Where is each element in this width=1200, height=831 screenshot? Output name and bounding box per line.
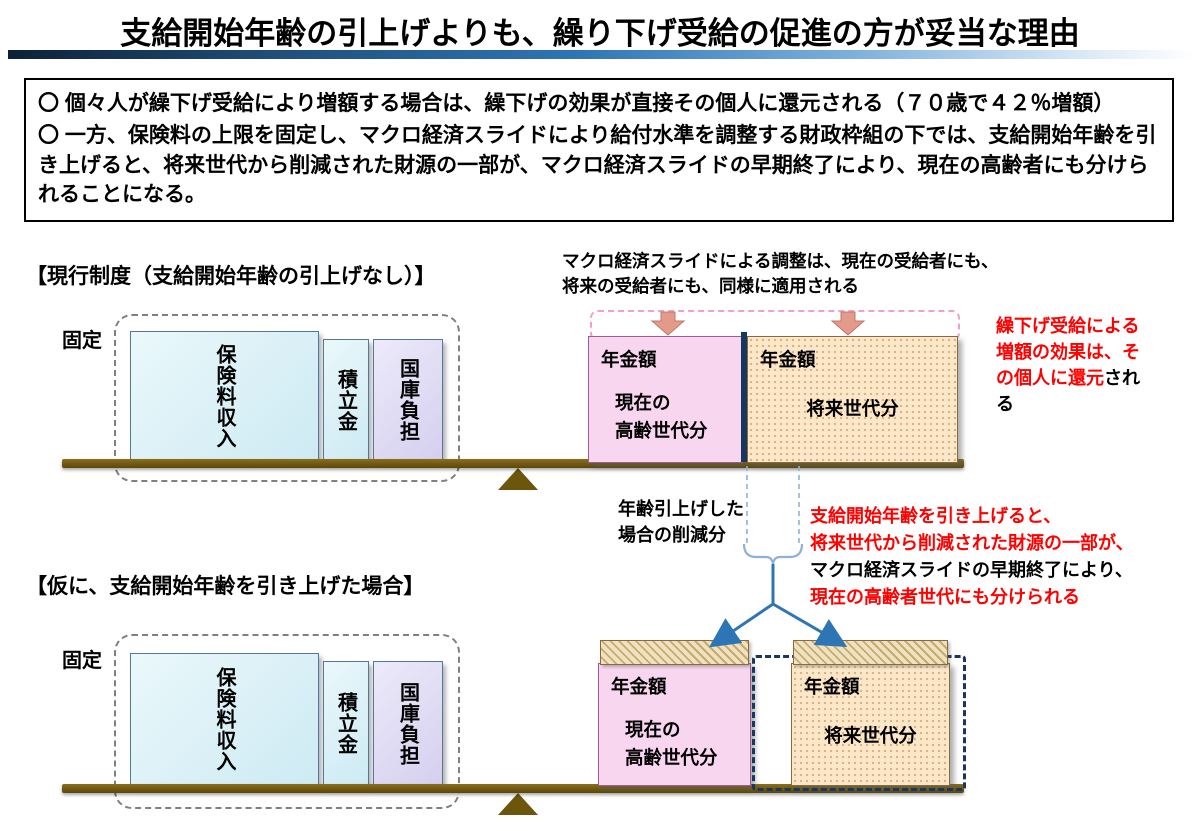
reserve-fund-box-2: 積立金 [323, 661, 369, 786]
fulcrum-triangle-2 [498, 793, 538, 815]
redistributed-portion-cap-future [793, 640, 948, 665]
pension-current-box-2: 年金額 現在の 高齢世代分 [598, 663, 751, 786]
summary-bullet-1: 〇 個々人が繰下げ受給により増額する場合は、繰下げの効果が直接その個人に還元され… [38, 92, 1115, 115]
generation-divider-line [741, 332, 747, 462]
future-generation-label: 将来世代分 [824, 725, 917, 746]
current-system-heading: 【現行制度（支給開始年齢の引上げなし）】 [26, 265, 436, 288]
pension-amount-label: 年金額 [601, 349, 657, 370]
redistribution-arrow-icon [709, 602, 774, 648]
fulcrum-triangle-1 [498, 468, 538, 490]
macro-slide-note: マクロ経済スライドによる調整は、現在の受給者にも、 将来の受給者にも、同様に適用… [562, 251, 999, 297]
title-underline-bar [8, 50, 1194, 59]
pension-future-box-2: 年金額 将来世代分 [791, 663, 950, 786]
reduction-note: 年齢引上げした 場合の削減分 [618, 499, 744, 546]
deferral-note-black-text: される [996, 368, 1140, 415]
current-generation-label: 現在の 高齢世代分 [615, 392, 708, 441]
treasury-share-box-2: 国庫負担 [373, 661, 443, 786]
redistribution-line-1: 支給開始年齢を引き上げると、 [810, 506, 1062, 526]
summary-box: 〇 個々人が繰下げ受給により増額する場合は、繰下げの効果が直接その個人に還元され… [24, 78, 1174, 222]
treasury-share-box-1: 国庫負担 [373, 339, 443, 461]
redistribution-line-4: 現在の高齢者世代にも分けられる [810, 587, 1080, 607]
future-generation-label: 将来世代分 [806, 398, 899, 419]
fixed-frame-outline-2 [114, 634, 460, 809]
fixed-label-2: 固定 [62, 650, 102, 672]
original-future-pension-outline [752, 655, 966, 791]
redistribution-line-3: マクロ経済スライドの早期終了により、 [810, 560, 1133, 580]
balance-beam-2 [62, 784, 964, 793]
pension-future-box-1: 年金額 将来世代分 [747, 336, 958, 463]
deferral-benefit-note: 繰下げ受給による増額の効果は、その個人に還元される [996, 313, 1146, 417]
pension-amount-label: 年金額 [804, 676, 860, 697]
fixed-frame-outline-1 [114, 314, 460, 482]
pension-current-box-1: 年金額 現在の 高齢世代分 [588, 336, 743, 463]
reserve-fund-box-1: 積立金 [323, 339, 369, 461]
summary-bullet-2: 〇 一方、保険料の上限を固定し、マクロ経済スライドにより給付水準を調整する財政枠… [38, 123, 1157, 207]
deferral-note-red-text: 繰下げ受給による増額の効果は、その個人に還元 [996, 316, 1140, 389]
current-generation-label: 現在の 高齢世代分 [625, 719, 718, 768]
redistributed-portion-cap-current [600, 640, 749, 665]
fixed-label-1: 固定 [62, 330, 102, 352]
premium-revenue-box-1: 保険料収入 [130, 331, 319, 461]
redistribution-explanation: 支給開始年齢を引き上げると、 将来世代から削減された財源の一部が、 マクロ経済ス… [810, 503, 1195, 611]
brace-icon [742, 543, 804, 565]
balance-beam-1 [62, 459, 964, 468]
redistribution-line-2: 将来世代から削減された財源の一部が、 [810, 533, 1134, 553]
page-title: 支給開始年齢の引上げよりも、繰り下げ受給の促進の方が妥当な理由 [120, 16, 1080, 51]
pension-amount-label: 年金額 [611, 676, 667, 697]
premium-revenue-box-2: 保険料収入 [130, 653, 319, 786]
raised-age-heading: 【仮に、支給開始年齢を引き上げた場合】 [26, 575, 425, 598]
pension-amount-label: 年金額 [760, 349, 816, 370]
